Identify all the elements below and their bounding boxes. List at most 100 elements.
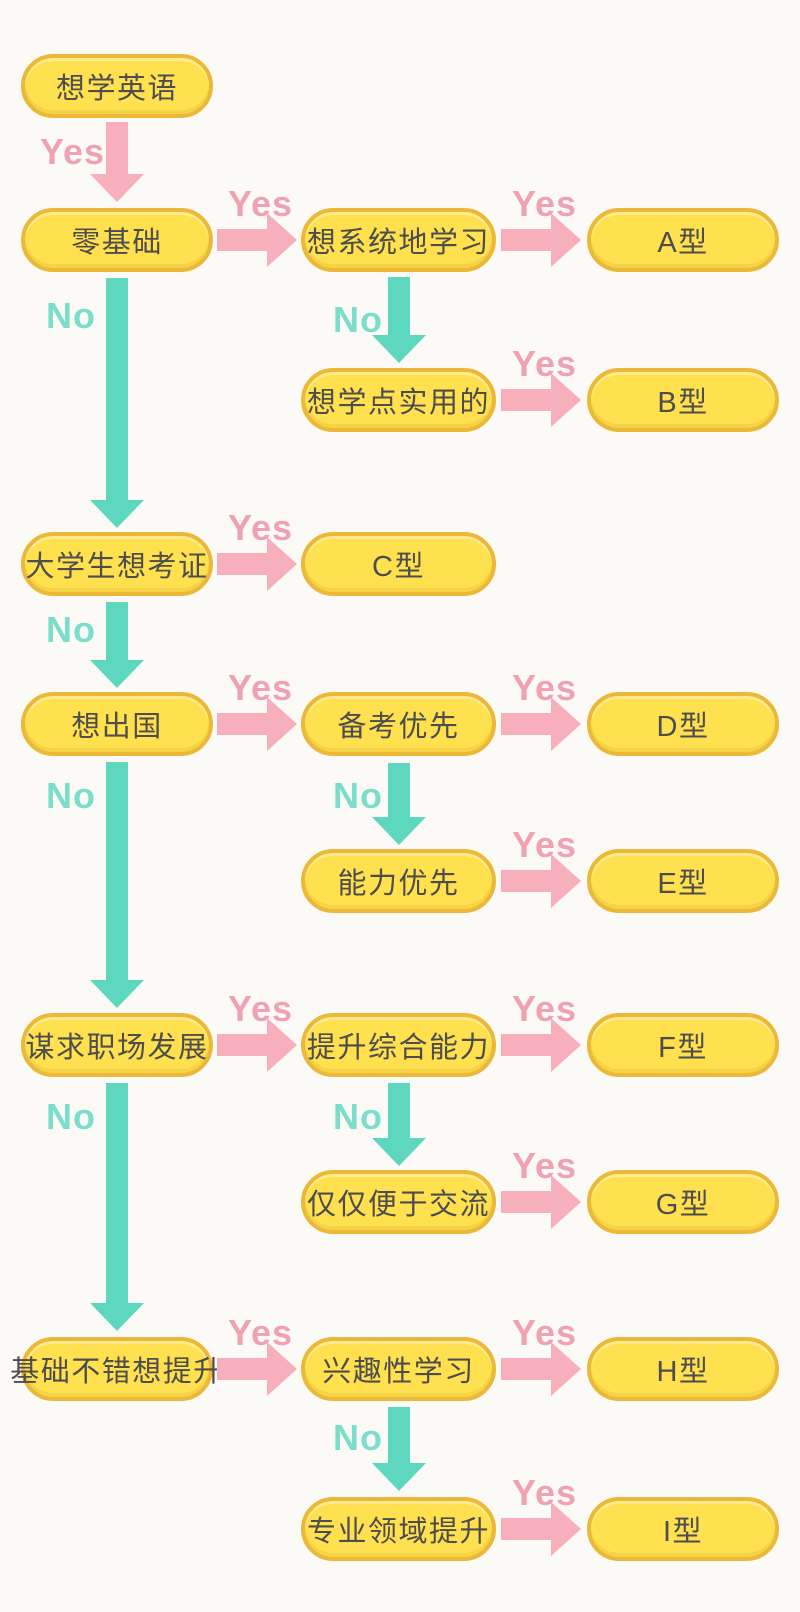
yes-label: Yes — [228, 183, 294, 224]
node-want-learn-english: 想学英语 — [21, 54, 213, 118]
arrow-head — [551, 1342, 581, 1396]
node-label: 谋求职场发展 — [25, 1032, 209, 1064]
yes-label: Yes — [228, 988, 294, 1029]
yes-label: Yes — [512, 1312, 578, 1353]
yes-arrow-right-icon — [217, 537, 297, 591]
arrow-shaft — [501, 1034, 551, 1056]
node-label: 专业领域提升 — [306, 1516, 490, 1548]
arrow-head — [372, 817, 426, 845]
node-label: 想出国 — [71, 711, 163, 743]
node-good-basis-improve: 基础不错想提升 — [10, 1337, 222, 1401]
node-zero-basis: 零基础 — [21, 208, 213, 272]
yes-label: Yes — [228, 1312, 294, 1353]
node-label: 备考优先 — [337, 711, 460, 743]
arrow-shaft — [217, 713, 267, 735]
yes-label: Yes — [40, 131, 106, 172]
yes-arrow-right-icon — [501, 1502, 581, 1556]
node-type-a: A型 — [587, 208, 779, 272]
yes-label: Yes — [512, 343, 578, 384]
node-type-b: B型 — [587, 368, 779, 432]
node-label: 零基础 — [71, 227, 163, 259]
no-arrow-down-icon — [372, 763, 426, 845]
no-label: No — [333, 775, 383, 816]
yes-arrow-right-icon — [501, 1175, 581, 1229]
node-just-communication: 仅仅便于交流 — [301, 1170, 496, 1234]
no-arrow-down-icon — [90, 278, 144, 528]
node-label: 仅仅便于交流 — [306, 1189, 490, 1221]
node-label: 大学生想考证 — [25, 551, 209, 583]
no-label: No — [46, 295, 96, 336]
node-label: A型 — [657, 227, 709, 259]
yes-arrow-right-icon — [501, 697, 581, 751]
arrow-head — [90, 980, 144, 1008]
arrow-shaft — [388, 1083, 410, 1138]
arrow-shaft — [501, 713, 551, 735]
yes-label: Yes — [512, 1145, 578, 1186]
no-arrow-down-icon — [90, 602, 144, 688]
yes-arrow-right-icon — [217, 1342, 297, 1396]
node-type-d: D型 — [587, 692, 779, 756]
no-arrow-down-icon — [372, 277, 426, 363]
arrow-head — [551, 1502, 581, 1556]
node-type-e: E型 — [587, 849, 779, 913]
yes-label: Yes — [512, 988, 578, 1029]
arrow-shaft — [217, 1358, 267, 1380]
node-label: 想系统地学习 — [306, 227, 490, 259]
node-label: 能力优先 — [337, 868, 460, 900]
no-arrow-down-icon — [90, 1083, 144, 1331]
yes-arrow-right-icon — [501, 854, 581, 908]
node-label: E型 — [657, 868, 709, 900]
node-label: C型 — [372, 551, 425, 583]
arrow-head — [267, 1342, 297, 1396]
node-label: G型 — [655, 1189, 711, 1221]
arrow-head — [372, 335, 426, 363]
yes-arrow-right-icon — [501, 1018, 581, 1072]
arrow-shaft — [388, 763, 410, 817]
node-professional-field: 专业领域提升 — [301, 1497, 496, 1561]
yes-arrow-right-icon — [217, 697, 297, 751]
no-arrow-down-icon — [372, 1407, 426, 1491]
arrow-head — [551, 1175, 581, 1229]
arrow-head — [90, 660, 144, 688]
yes-arrow-right-icon — [501, 373, 581, 427]
arrow-shaft — [501, 1518, 551, 1540]
no-label: No — [46, 775, 96, 816]
node-type-c: C型 — [301, 532, 496, 596]
node-type-i: I型 — [587, 1497, 779, 1561]
arrow-shaft — [106, 762, 128, 980]
node-label: B型 — [657, 387, 709, 419]
node-comprehensive-ability: 提升综合能力 — [301, 1013, 496, 1077]
arrow-shaft — [501, 389, 551, 411]
node-label: 想学点实用的 — [306, 387, 490, 419]
no-arrow-down-icon — [90, 762, 144, 1008]
arrow-head — [267, 697, 297, 751]
node-systematic-study: 想系统地学习 — [301, 208, 496, 272]
arrow-shaft — [217, 1034, 267, 1056]
node-career-development: 谋求职场发展 — [21, 1013, 213, 1077]
arrow-head — [90, 500, 144, 528]
node-college-cert: 大学生想考证 — [21, 532, 213, 596]
node-type-f: F型 — [587, 1013, 779, 1077]
arrow-head — [90, 1303, 144, 1331]
arrow-head — [372, 1463, 426, 1491]
arrow-shaft — [106, 122, 128, 174]
no-label: No — [333, 1096, 383, 1137]
node-label: 提升综合能力 — [306, 1032, 490, 1064]
yes-arrow-right-icon — [501, 1342, 581, 1396]
node-ability-first: 能力优先 — [301, 849, 496, 913]
no-label: No — [46, 1096, 96, 1137]
yes-label: Yes — [228, 507, 294, 548]
arrow-head — [267, 1018, 297, 1072]
arrow-shaft — [106, 278, 128, 500]
arrow-head — [551, 1018, 581, 1072]
yes-label: Yes — [512, 183, 578, 224]
arrow-shaft — [501, 229, 551, 251]
node-type-g: G型 — [587, 1170, 779, 1234]
arrow-shaft — [501, 1358, 551, 1380]
no-label: No — [46, 609, 96, 650]
yes-arrow-down-icon — [90, 122, 144, 202]
node-practical-study: 想学点实用的 — [301, 368, 496, 432]
arrow-shaft — [106, 1083, 128, 1303]
node-label: D型 — [656, 711, 710, 743]
